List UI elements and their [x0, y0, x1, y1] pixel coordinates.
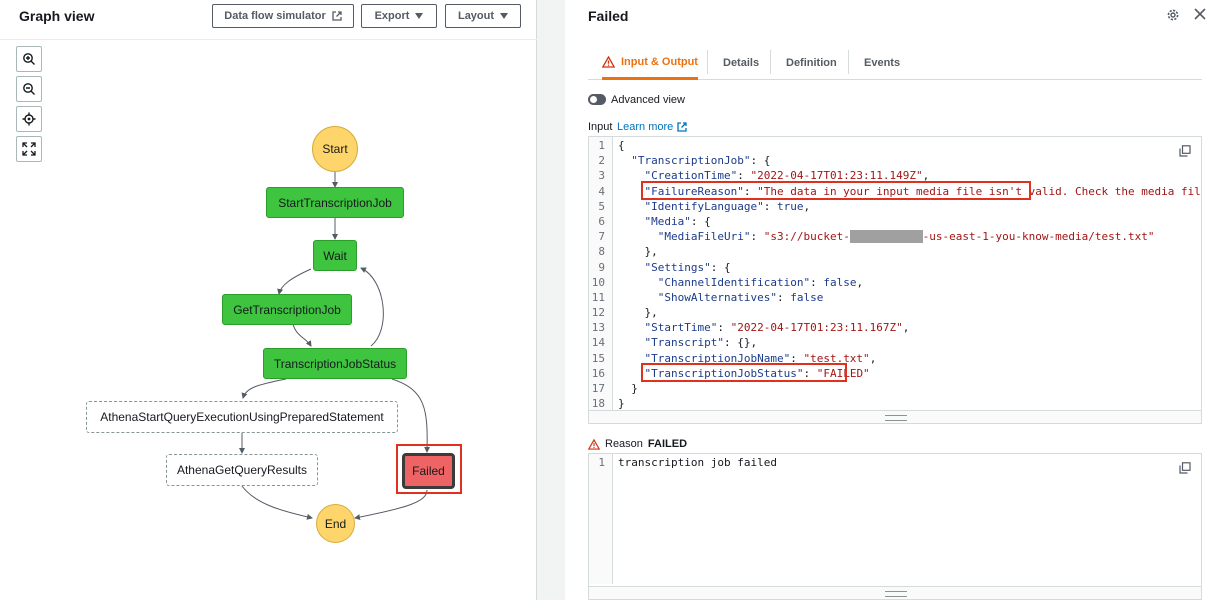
close-icon[interactable]: [1193, 7, 1207, 21]
zoom-in-button[interactable]: [16, 46, 42, 72]
get-transcription-job-node[interactable]: GetTranscriptionJob: [222, 294, 352, 325]
center-graph-button[interactable]: [16, 106, 42, 132]
data-flow-simulator-button[interactable]: Data flow simulator: [212, 4, 354, 28]
copy-icon[interactable]: [1179, 462, 1191, 474]
copy-icon[interactable]: [1179, 145, 1191, 157]
graph-canvas[interactable]: Start StartTranscriptionJob Wait GetTran…: [6, 40, 537, 600]
reason-row: Reason FAILED: [588, 438, 687, 450]
tab-details[interactable]: Details: [723, 57, 760, 69]
job-status-highlight: [641, 363, 847, 382]
zoom-out-icon: [23, 83, 35, 95]
data-flow-simulator-label: Data flow simulator: [224, 10, 326, 22]
zoom-in-icon: [23, 53, 35, 65]
details-tabs: Input & Output Details Definition Events: [588, 46, 1202, 80]
graph-view-title: Graph view: [19, 8, 95, 24]
layout-button[interactable]: Layout: [445, 4, 521, 28]
editor-resize-handle[interactable]: [589, 410, 1201, 423]
advanced-view-label: Advanced view: [611, 94, 685, 106]
failed-node-highlight: [396, 444, 462, 494]
expand-icon: [22, 142, 36, 156]
export-label: Export: [374, 10, 410, 22]
learn-more-label: Learn more: [617, 121, 674, 133]
failed-node[interactable]: Failed: [402, 453, 455, 489]
gear-icon[interactable]: [1166, 8, 1180, 22]
transcription-job-status-node[interactable]: TranscriptionJobStatus: [263, 348, 407, 379]
tab-definition[interactable]: Definition: [786, 57, 837, 69]
external-link-icon: [332, 11, 342, 21]
start-transcription-job-node[interactable]: StartTranscriptionJob: [266, 187, 404, 218]
advanced-view-toggle[interactable]: [588, 94, 606, 105]
reason-value: FAILED: [647, 438, 688, 450]
tab-input-output[interactable]: Input & Output: [602, 46, 698, 80]
reason-code-line: transcription job failed: [618, 456, 777, 469]
warning-icon: [588, 438, 600, 450]
input-code-editor[interactable]: 1{ 2 "TranscriptionJob": { 3 "CreationTi…: [588, 136, 1202, 424]
tab-events[interactable]: Events: [864, 57, 901, 69]
end-node[interactable]: End: [316, 504, 355, 543]
tab-separator: [848, 50, 849, 74]
export-button[interactable]: Export: [361, 4, 437, 28]
external-link-icon: [677, 122, 687, 132]
line-number-gutter: [589, 454, 613, 584]
caret-down-icon: [415, 13, 424, 19]
tab-input-output-label: Input & Output: [621, 55, 698, 68]
fit-to-screen-button[interactable]: [16, 136, 42, 162]
details-title: Failed: [588, 8, 629, 24]
tab-separator: [770, 50, 771, 74]
crosshair-icon: [22, 112, 36, 126]
details-panel: Failed Input & Output Details Definition…: [565, 0, 1212, 600]
start-node[interactable]: Start: [312, 126, 358, 172]
zoom-out-button[interactable]: [16, 76, 42, 102]
learn-more-link[interactable]: Learn more: [617, 121, 687, 133]
caret-down-icon: [500, 13, 509, 19]
athena-get-query-results-node[interactable]: AthenaGetQueryResults: [166, 454, 318, 486]
graph-view-panel: Graph view Data flow simulator Export La…: [0, 0, 537, 600]
input-json: 1{ 2 "TranscriptionJob": { 3 "CreationTi…: [591, 139, 1201, 411]
failure-reason-highlight: [641, 181, 1031, 200]
tab-separator: [707, 50, 708, 74]
athena-start-query-node[interactable]: AthenaStartQueryExecutionUsingPreparedSt…: [86, 401, 398, 433]
line-number-gutter: [589, 137, 613, 411]
editor-resize-handle[interactable]: [589, 586, 1201, 599]
warning-icon: [602, 55, 615, 68]
panel-divider[interactable]: [537, 0, 565, 600]
input-label: Input: [588, 121, 613, 133]
wait-node[interactable]: Wait: [313, 240, 357, 271]
graph-view-header: Graph view Data flow simulator Export La…: [0, 0, 537, 40]
layout-label: Layout: [457, 10, 495, 22]
reason-label: Reason: [605, 438, 643, 450]
